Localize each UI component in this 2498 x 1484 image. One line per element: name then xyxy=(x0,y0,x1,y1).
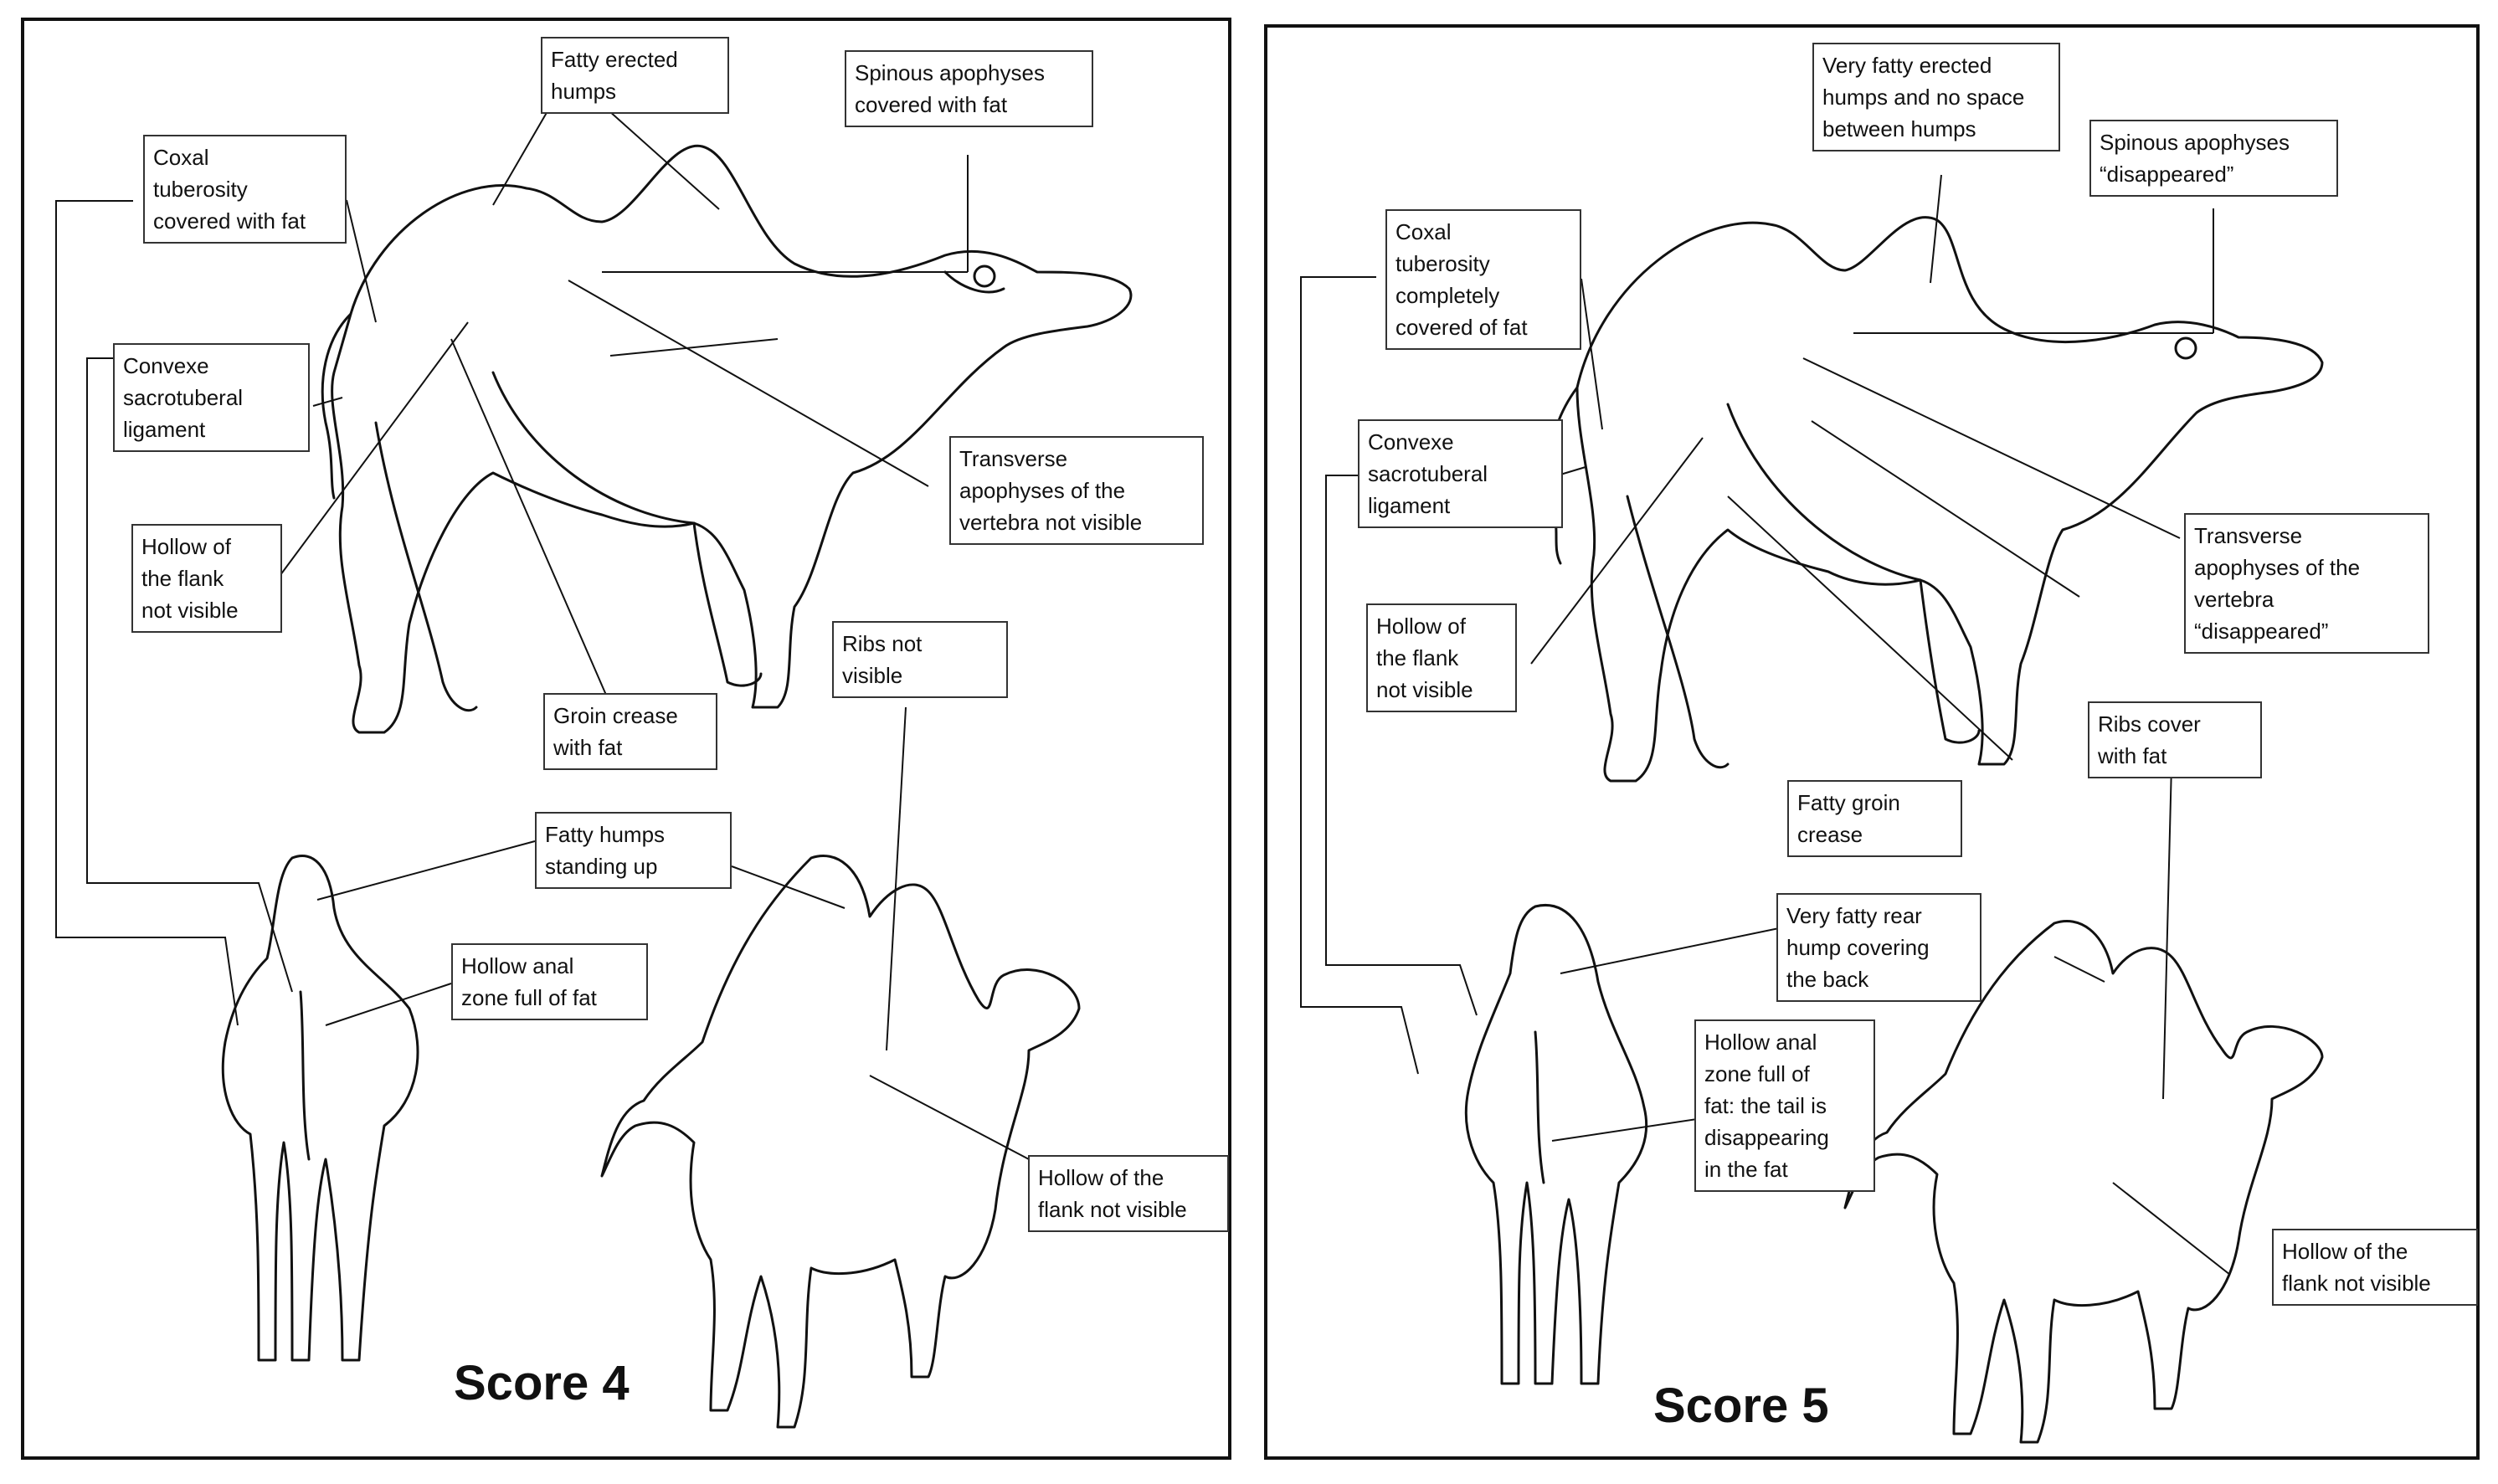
label-hollow-of-the-flank-upper: Hollow of the flank not visible xyxy=(1366,603,1517,712)
score-4-panel: Fatty erected humps Spinous apophyses co… xyxy=(21,18,1231,1460)
label-transverse-apophyses: Transverse apophyses of the vertebra not… xyxy=(949,436,1204,545)
label-fatty-groin-crease: Fatty groin crease xyxy=(1787,780,1962,857)
label-coxal-tuberosity-covered: Coxal tuberosity completely covered of f… xyxy=(1385,209,1581,350)
label-convexe-sacrotuberal-ligament: Convexe sacrotuberal ligament xyxy=(113,343,310,452)
side-camel-drawing xyxy=(1547,216,2324,783)
label-hollow-of-the-flank-upper: Hollow of the flank not visible xyxy=(131,524,282,633)
three-quarter-camel-drawing xyxy=(600,855,1081,1429)
score-4-title: Score 4 xyxy=(454,1356,630,1410)
label-spinous-apophyses: Spinous apophyses covered with fat xyxy=(845,50,1093,127)
label-groin-crease: Groin crease with fat xyxy=(543,693,717,770)
label-hollow-anal-zone: Hollow anal zone full of fat xyxy=(451,943,648,1020)
score-5-leader-lines xyxy=(1300,174,2231,1276)
side-camel-drawing xyxy=(321,144,1133,734)
label-coxal-tuberosity: Coxal tuberosity covered with fat xyxy=(143,135,347,244)
label-hollow-anal-zone-tail: Hollow anal zone full of fat: the tail i… xyxy=(1694,1019,1875,1192)
label-convexe-sacrotuberal-ligament: Convexe sacrotuberal ligament xyxy=(1358,419,1563,528)
label-ribs-cover-with-fat: Ribs cover with fat xyxy=(2088,701,2262,778)
rear-camel-drawing xyxy=(221,855,419,1362)
label-ribs-not-visible: Ribs not visible xyxy=(832,621,1008,698)
label-fatty-erected-humps: Fatty erected humps xyxy=(541,37,729,114)
score-5-panel: Very fatty erected humps and no space be… xyxy=(1264,24,2480,1460)
rear-camel-drawing xyxy=(1464,904,1648,1385)
label-hollow-of-the-flank-lower: Hollow of the flank not visible xyxy=(1028,1155,1229,1232)
label-very-fatty-erected-humps: Very fatty erected humps and no space be… xyxy=(1812,43,2060,151)
label-hollow-of-the-flank-lower: Hollow of the flank not visible xyxy=(2272,1229,2478,1306)
score-5-title: Score 5 xyxy=(1653,1379,1829,1433)
label-fatty-humps-standing-up: Fatty humps standing up xyxy=(535,812,732,889)
label-transverse-apophyses-disappeared: Transverse apophyses of the vertebra “di… xyxy=(2184,513,2429,654)
label-very-fatty-rear-hump: Very fatty rear hump covering the back xyxy=(1776,893,1981,1002)
label-spinous-apophyses-disappeared: Spinous apophyses “disappeared” xyxy=(2089,120,2338,197)
